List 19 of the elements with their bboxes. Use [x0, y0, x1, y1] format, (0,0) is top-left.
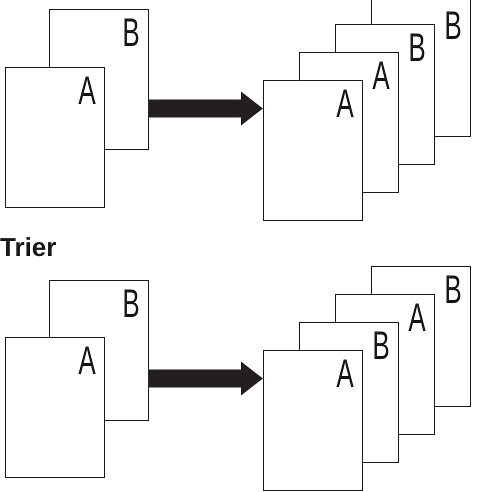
section-heading: Trier	[0, 234, 56, 260]
page-letter: A	[408, 298, 426, 338]
page-letter: B	[444, 270, 462, 310]
page-sheet	[263, 80, 363, 221]
page-letter: A	[336, 84, 354, 124]
page-letter: B	[444, 6, 462, 46]
page-sheet	[263, 350, 363, 491]
page-letter: A	[78, 71, 96, 111]
block-arrow	[149, 92, 263, 126]
page-letter: B	[122, 284, 140, 324]
page-letter: A	[372, 56, 390, 96]
page-sheet	[5, 67, 105, 208]
page-letter: B	[408, 28, 426, 68]
page-letter: A	[78, 341, 96, 381]
page-letter: B	[372, 326, 390, 366]
page-letter: B	[122, 13, 140, 53]
block-arrow	[149, 362, 263, 396]
page-sheet	[5, 337, 105, 478]
page-letter: A	[336, 354, 354, 394]
